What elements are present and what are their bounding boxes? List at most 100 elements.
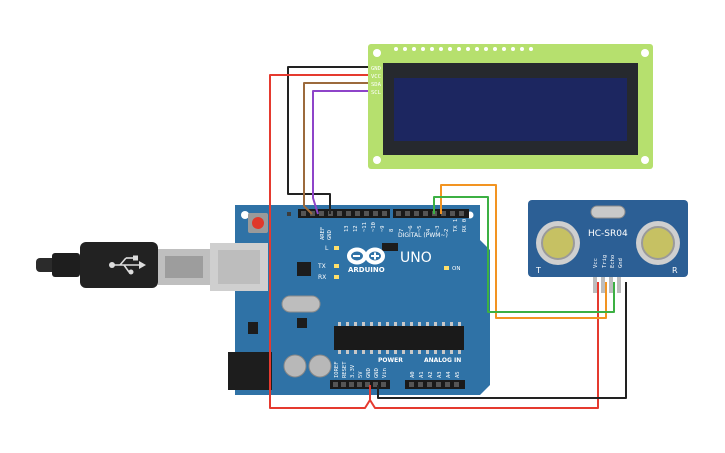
power-pin-label: 3.3V — [350, 364, 356, 378]
header-hole[interactable] — [445, 382, 450, 387]
header-hole[interactable] — [414, 211, 419, 216]
header-hole[interactable] — [337, 211, 342, 216]
header-hole[interactable] — [418, 382, 423, 387]
lcd-top-pin — [412, 47, 416, 51]
header-hole[interactable] — [454, 382, 459, 387]
wire-sensor-gnd[interactable] — [377, 282, 627, 399]
lcd-top-pin — [421, 47, 425, 51]
lcd-pin-vcc-label: VCC — [371, 74, 381, 80]
analog-label: ANALOG IN — [424, 357, 461, 364]
header-hole[interactable] — [423, 211, 428, 216]
digital-header-right — [393, 209, 469, 218]
header-hole[interactable] — [357, 382, 362, 387]
header-hole[interactable] — [459, 211, 464, 216]
header-hole[interactable] — [346, 211, 351, 216]
power-pin-label: 5V — [358, 371, 364, 378]
header-hole[interactable] — [355, 211, 360, 216]
sensor-pin-trig-label: Trig — [602, 255, 608, 268]
power-pin-label: RESET — [342, 361, 348, 378]
header-hole[interactable] — [441, 211, 446, 216]
lcd-screen — [394, 78, 627, 141]
sensor-pin-echo-label: Echo — [610, 255, 616, 268]
led-rx — [334, 275, 339, 279]
usb-icon — [109, 255, 146, 275]
lcd-top-pins — [394, 47, 533, 51]
header-hole[interactable] — [319, 211, 324, 216]
sensor-pins — [593, 277, 621, 293]
lcd-pin-scl-label: SCL — [371, 90, 382, 96]
digital-pin-label: ~11 — [362, 222, 368, 232]
header-hole[interactable] — [364, 211, 369, 216]
lcd-top-pin — [529, 47, 533, 51]
digital-pin-label: 2 — [444, 229, 450, 232]
lcd-top-pin — [439, 47, 443, 51]
header-hole[interactable] — [341, 382, 346, 387]
lcd-top-pin — [466, 47, 470, 51]
lcd-top-pin — [493, 47, 497, 51]
header-hole[interactable] — [436, 382, 441, 387]
header-hole[interactable] — [373, 211, 378, 216]
mount-hole-1 — [241, 211, 249, 219]
header-hole[interactable] — [333, 382, 338, 387]
lcd-pin-sda-label: SDA — [371, 82, 382, 88]
header-hole[interactable] — [409, 382, 414, 387]
wire-lcd-sda[interactable] — [303, 82, 368, 215]
digital-pin-label: ~6 — [408, 225, 414, 232]
analog-pin-label: A0 — [410, 371, 416, 378]
sensor-pin-vcc-label: Vcc — [593, 258, 599, 268]
header-hole[interactable] — [427, 382, 432, 387]
aref-label: AREF — [320, 227, 326, 240]
lcd-top-pin — [448, 47, 452, 51]
board-pcb — [235, 205, 490, 395]
sensor-pin-gnd-label: Gnd — [618, 258, 624, 268]
wire-lcd-scl[interactable] — [312, 90, 368, 215]
power-pin-label: IOREF — [334, 361, 340, 378]
analog-pin-label: A1 — [419, 371, 425, 378]
crystal-oscillator — [281, 295, 321, 313]
digital-pin-label: ~3 — [435, 225, 441, 232]
wire-lcd-vcc[interactable] — [269, 74, 599, 409]
lcd-top-pin — [403, 47, 407, 51]
analog-pin-label: A4 — [446, 371, 452, 378]
header-hole[interactable] — [405, 211, 410, 216]
usb-chip — [297, 262, 311, 276]
header-hole[interactable] — [396, 211, 401, 216]
digital-header-left — [298, 209, 390, 218]
lcd-top-pin — [484, 47, 488, 51]
arduino-logo-icon — [347, 247, 385, 265]
capacitor-2 — [308, 354, 332, 378]
power-pin-label: GND — [374, 368, 380, 378]
lcd-top-pin — [394, 47, 398, 51]
atmega-chip — [334, 326, 464, 350]
lcd-top-pin — [502, 47, 506, 51]
sensor-t-mark: T — [535, 266, 541, 275]
header-hole[interactable] — [301, 211, 306, 216]
lcd-top-pin — [520, 47, 524, 51]
cable-grip — [52, 253, 80, 277]
sensor-r-mark: R — [672, 266, 678, 275]
header-hole[interactable] — [365, 382, 370, 387]
analog-header — [405, 380, 465, 389]
digital-pin-label: 12 — [353, 225, 359, 232]
ultrasonic-sensor: HC-SR04 T R Vcc Trig Echo Gnd — [528, 200, 688, 293]
lcd-top-pin — [457, 47, 461, 51]
header-hole[interactable] — [349, 382, 354, 387]
digital-pin-label: ~5 — [417, 225, 423, 232]
analog-pin-label: A3 — [437, 371, 443, 378]
digital-pin-label: ~9 — [380, 225, 386, 232]
analog-pin-label: A2 — [428, 371, 434, 378]
wire-lcd-gnd[interactable] — [287, 66, 368, 214]
header-hole[interactable] — [310, 211, 315, 216]
header-hole[interactable] — [381, 382, 386, 387]
on-label: ON — [452, 266, 460, 272]
header-hole[interactable] — [373, 382, 378, 387]
analog-pin-label: A5 — [455, 371, 461, 378]
header-hole[interactable] — [382, 211, 387, 216]
lcd-pin-gnd-label: GND — [371, 66, 381, 72]
digital-pin-label: 4 — [426, 228, 432, 232]
wire-sensor-echo[interactable] — [433, 196, 615, 313]
power-pin-label: GND — [366, 368, 372, 378]
header-hole[interactable] — [450, 211, 455, 216]
power-label: POWER — [378, 357, 403, 364]
